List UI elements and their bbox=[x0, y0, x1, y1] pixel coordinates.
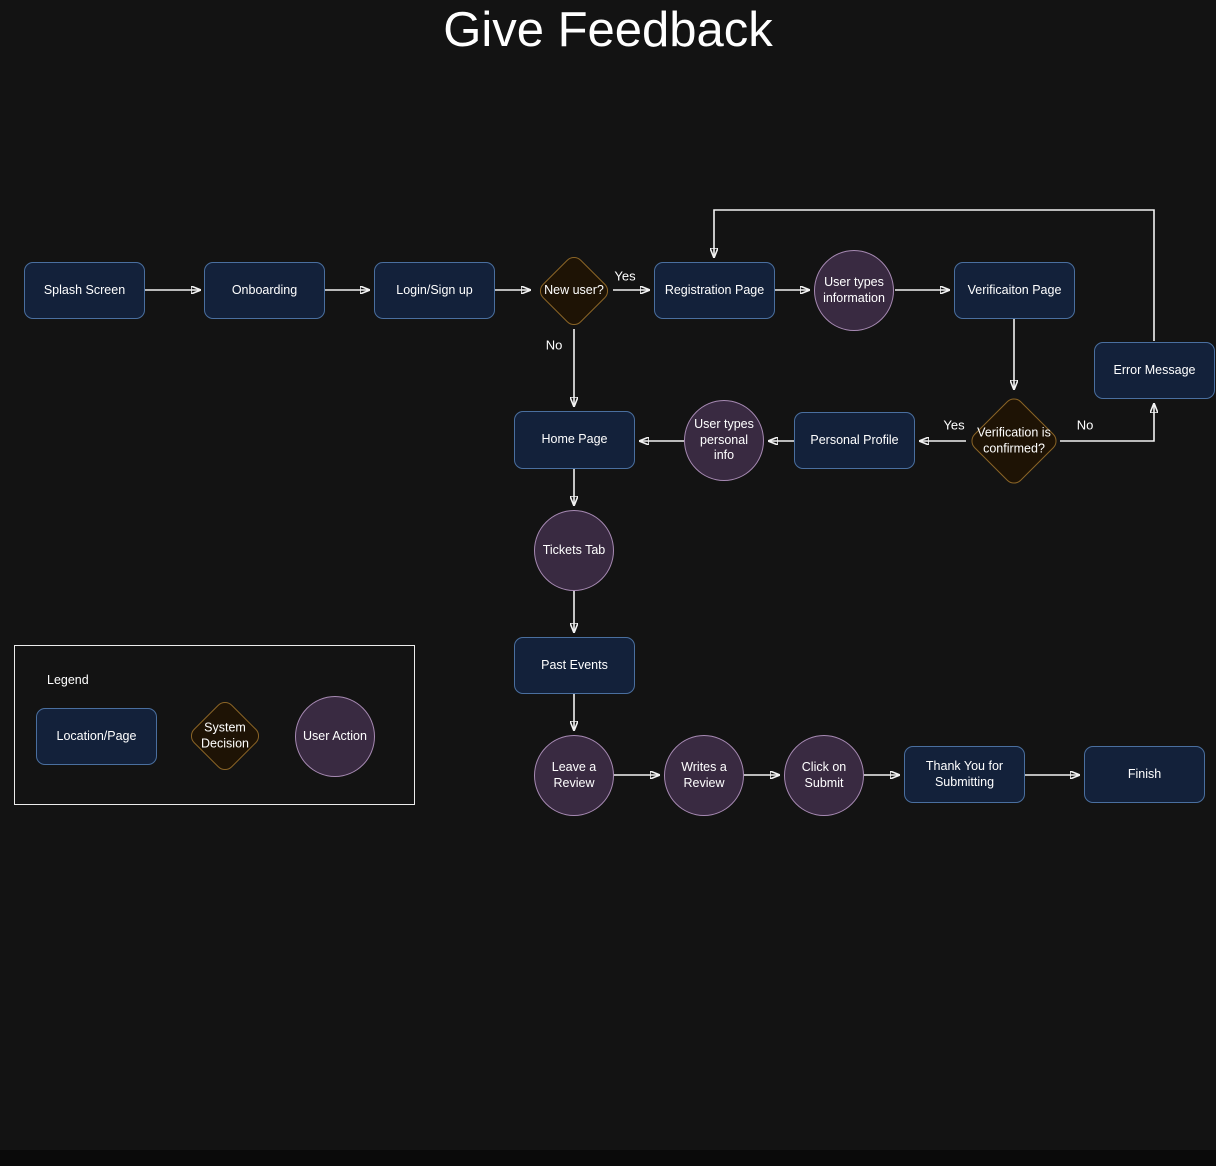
node-error-message: Error Message bbox=[1094, 342, 1215, 399]
node-label: Home Page bbox=[541, 432, 608, 447]
node-label: Login/Sign up bbox=[396, 282, 473, 297]
node-user-types-personal-info: User types personal info bbox=[684, 400, 764, 481]
legend-item-system-decision: System Decision bbox=[186, 697, 264, 775]
node-label: Thank You for Submitting bbox=[925, 758, 1004, 789]
node-label: User types personal info bbox=[694, 417, 754, 463]
edge-label-verification-no: No bbox=[1076, 417, 1094, 433]
legend-item-location-page: Location/Page bbox=[36, 708, 157, 765]
node-tickets-tab: Tickets Tab bbox=[534, 510, 614, 591]
node-label: Leave a Review bbox=[551, 759, 597, 790]
node-leave-a-review: Leave a Review bbox=[534, 735, 614, 816]
legend-item-user-action: User Action bbox=[295, 696, 375, 777]
node-label: User types information bbox=[823, 274, 885, 305]
node-label: Writes a Review bbox=[681, 759, 727, 790]
node-onboarding: Onboarding bbox=[204, 262, 325, 319]
legend-item-label: Location/Page bbox=[56, 728, 137, 743]
legend-heading: Legend bbox=[47, 673, 89, 687]
node-label: Registration Page bbox=[664, 282, 765, 297]
node-user-types-information: User types information bbox=[814, 250, 894, 331]
node-past-events: Past Events bbox=[514, 637, 635, 694]
edge-label-new-user-no: No bbox=[545, 337, 563, 353]
node-writes-a-review: Writes a Review bbox=[664, 735, 744, 816]
edge-confirmed-no-to-error bbox=[1060, 404, 1154, 442]
node-registration-page: Registration Page bbox=[654, 262, 775, 319]
node-label: Onboarding bbox=[231, 282, 298, 297]
node-label: Personal Profile bbox=[810, 432, 899, 447]
legend-panel: Legend Location/Page System Decision Use… bbox=[14, 645, 415, 805]
diagram-title: Give Feedback bbox=[443, 3, 773, 57]
node-label: Past Events bbox=[541, 657, 608, 672]
edge-label-new-user-yes: Yes bbox=[614, 268, 636, 284]
node-home-page: Home Page bbox=[514, 411, 635, 469]
node-finish: Finish bbox=[1084, 746, 1205, 803]
node-splash-screen: Splash Screen bbox=[24, 262, 145, 319]
node-personal-profile: Personal Profile bbox=[794, 412, 915, 469]
bottom-strip bbox=[0, 1150, 1216, 1166]
edge-error-to-registration-loop bbox=[714, 209, 1155, 341]
node-label: Click on Submit bbox=[801, 759, 847, 790]
node-label: Verification is confirmed? bbox=[977, 425, 1051, 455]
legend-item-label: User Action bbox=[303, 728, 367, 743]
node-new-user-decision: New user? bbox=[535, 252, 613, 330]
node-click-on-submit: Click on Submit bbox=[784, 735, 864, 816]
node-label: Finish bbox=[1127, 766, 1162, 781]
node-label: Splash Screen bbox=[43, 282, 126, 297]
node-login-signup: Login/Sign up bbox=[374, 262, 495, 319]
node-label: Error Message bbox=[1113, 362, 1196, 377]
node-label: New user? bbox=[544, 283, 604, 298]
node-thank-you-for-submitting: Thank You for Submitting bbox=[904, 746, 1025, 803]
node-verification-confirmed-decision: Verification is confirmed? bbox=[967, 394, 1061, 488]
edge-label-verification-yes: Yes bbox=[943, 417, 965, 433]
node-label: Verificaiton Page bbox=[967, 282, 1062, 297]
legend-item-label: System Decision bbox=[201, 720, 249, 750]
node-verification-page: Verificaiton Page bbox=[954, 262, 1075, 319]
node-label: Tickets Tab bbox=[542, 542, 606, 557]
